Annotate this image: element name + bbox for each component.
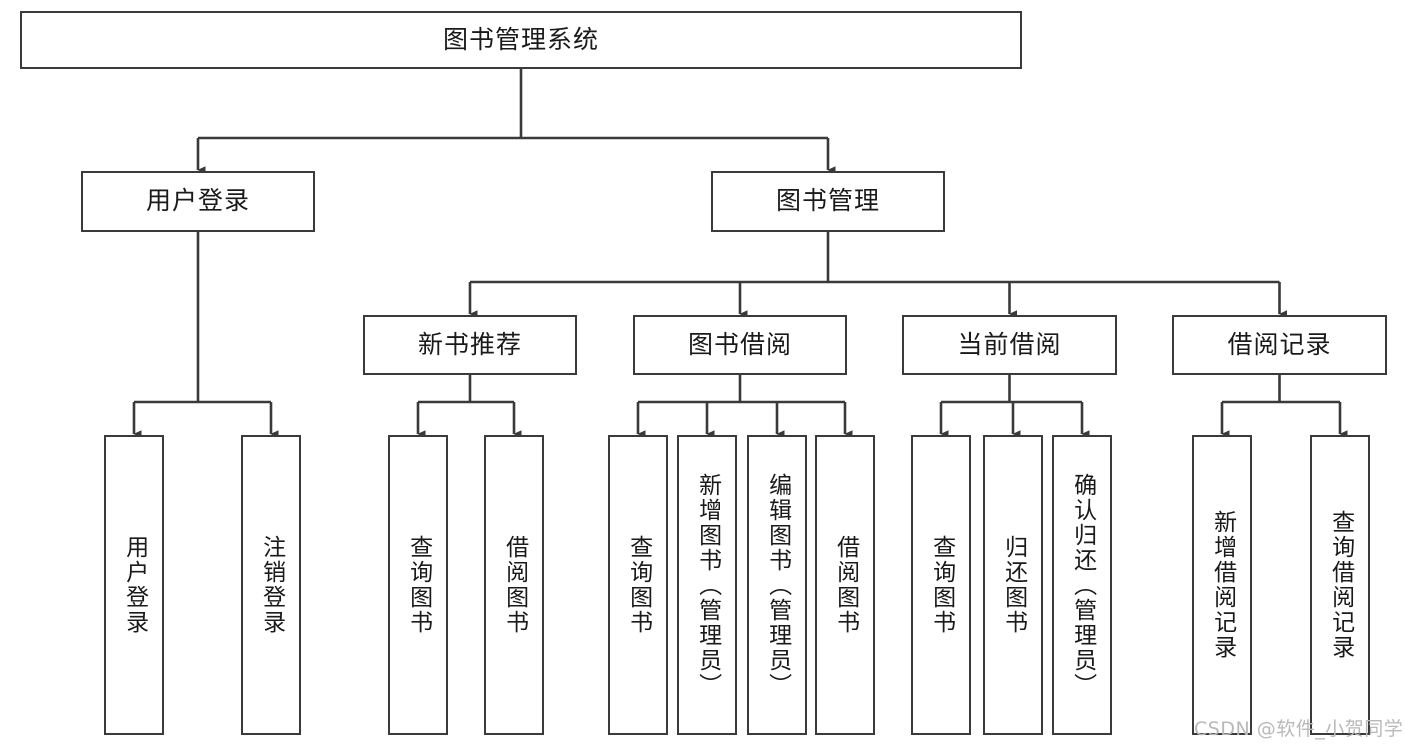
node-label: 查询图书 — [928, 535, 955, 635]
node-label: 新增图书（管理员） — [694, 472, 721, 698]
node-label: 借阅图书 — [501, 535, 528, 635]
node-book-borrow[interactable]: 图书借阅 — [633, 315, 847, 375]
node-leaf-return[interactable]: 归还图书 — [983, 435, 1043, 735]
node-leaf-add-rec[interactable]: 新增借阅记录 — [1192, 435, 1252, 735]
node-label: 借阅图书 — [832, 535, 859, 635]
node-label: 查询借阅记录 — [1327, 510, 1354, 660]
node-current-borrow[interactable]: 当前借阅 — [902, 315, 1117, 375]
node-borrow-record[interactable]: 借阅记录 — [1172, 315, 1387, 375]
node-leaf-logout[interactable]: 注销登录 — [241, 435, 301, 735]
node-label: 新增借阅记录 — [1209, 510, 1236, 660]
node-label: 归还图书 — [1000, 535, 1027, 635]
node-label: 借阅记录 — [1227, 329, 1332, 359]
csdn-watermark: CSDN @软件_小贺同学 — [1194, 718, 1404, 740]
node-leaf-q2[interactable]: 查询图书 — [608, 435, 668, 735]
node-leaf-b2[interactable]: 借阅图书 — [815, 435, 875, 735]
node-leaf-b1[interactable]: 借阅图书 — [484, 435, 544, 735]
node-label: 编辑图书（管理员） — [764, 472, 791, 698]
node-new-book-rec[interactable]: 新书推荐 — [363, 315, 577, 375]
node-user-login[interactable]: 用户登录 — [81, 171, 315, 232]
node-root[interactable]: 图书管理系统 — [20, 11, 1022, 69]
node-label: 注销登录 — [258, 535, 285, 635]
node-leaf-q3[interactable]: 查询图书 — [911, 435, 971, 735]
node-label: 查询图书 — [405, 535, 432, 635]
node-leaf-query-rec[interactable]: 查询借阅记录 — [1310, 435, 1370, 735]
node-label: 图书管理系统 — [442, 24, 599, 54]
node-label: 图书借阅 — [687, 329, 792, 359]
node-leaf-login[interactable]: 用户登录 — [104, 435, 164, 735]
node-label: 用户登录 — [145, 186, 250, 216]
node-label: 查询图书 — [625, 535, 652, 635]
node-leaf-edit-book[interactable]: 编辑图书（管理员） — [747, 435, 807, 735]
node-leaf-q1[interactable]: 查询图书 — [388, 435, 448, 735]
node-leaf-add-book[interactable]: 新增图书（管理员） — [677, 435, 737, 735]
node-label: 用户登录 — [121, 535, 148, 635]
node-label: 图书管理 — [775, 186, 880, 216]
node-book-manage[interactable]: 图书管理 — [711, 171, 945, 232]
node-leaf-confirm[interactable]: 确认归还（管理员） — [1052, 435, 1112, 735]
node-label: 新书推荐 — [417, 329, 522, 359]
node-label: 确认归还（管理员） — [1069, 472, 1096, 698]
node-label: 当前借阅 — [957, 329, 1062, 359]
